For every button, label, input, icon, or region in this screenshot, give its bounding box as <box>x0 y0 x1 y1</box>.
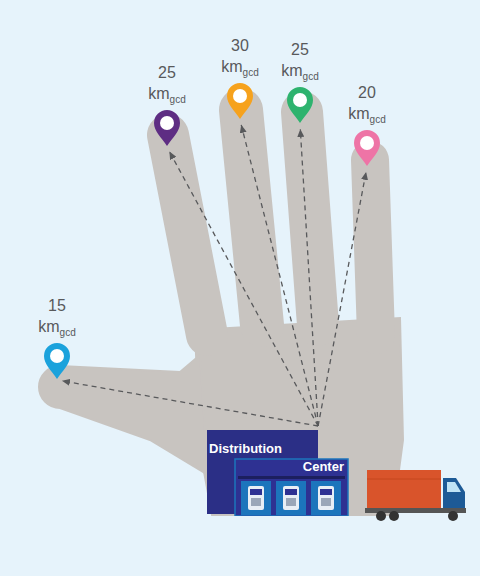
distance-value: 30 <box>231 37 249 54</box>
route-arrow <box>169 151 318 426</box>
unit-subscript: gcd <box>243 67 259 78</box>
pin-marker <box>42 342 72 380</box>
label-line: 25 <box>158 62 176 83</box>
unit-subscript: gcd <box>170 94 186 105</box>
facility-name: Distribution Center <box>205 428 344 476</box>
unit-subscript: gcd <box>60 327 76 338</box>
label-line: kmgcd <box>221 56 258 78</box>
pin-marker <box>352 129 382 167</box>
unit-subscript: gcd <box>370 114 386 125</box>
unit-subscript: gcd <box>303 71 319 82</box>
distance-unit: km <box>148 85 169 102</box>
route-arrow <box>300 129 318 426</box>
label-line: kmgcd <box>348 103 385 125</box>
distance-value: 25 <box>158 64 176 81</box>
distance-unit: km <box>221 58 242 75</box>
distance-value: 15 <box>48 297 66 314</box>
label-line: 25 <box>291 39 309 60</box>
location-pin: 25 kmgcd <box>148 62 185 147</box>
pin-marker <box>152 109 182 147</box>
label-line: 15 <box>48 295 66 316</box>
label-line: kmgcd <box>281 60 318 82</box>
pin-marker <box>285 86 315 124</box>
label-line: kmgcd <box>38 316 75 338</box>
distance-value: 20 <box>358 84 376 101</box>
route-arrow <box>62 381 318 426</box>
pin-marker <box>225 82 255 120</box>
location-pin: 15 kmgcd <box>38 295 75 380</box>
distance-unit: km <box>348 105 369 122</box>
route-arrow <box>241 125 318 426</box>
label-line: 30 <box>231 35 249 56</box>
location-pin: 20 kmgcd <box>348 82 385 167</box>
label-line: kmgcd <box>148 83 185 105</box>
distance-unit: km <box>38 318 59 335</box>
location-pin: 25 kmgcd <box>281 39 318 124</box>
distribution-center: Distribution Center <box>205 428 350 516</box>
distance-unit: km <box>281 62 302 79</box>
label-line: 20 <box>358 82 376 103</box>
location-pin: 30 kmgcd <box>221 35 258 120</box>
distance-value: 25 <box>291 41 309 58</box>
route-arrow <box>318 172 366 426</box>
